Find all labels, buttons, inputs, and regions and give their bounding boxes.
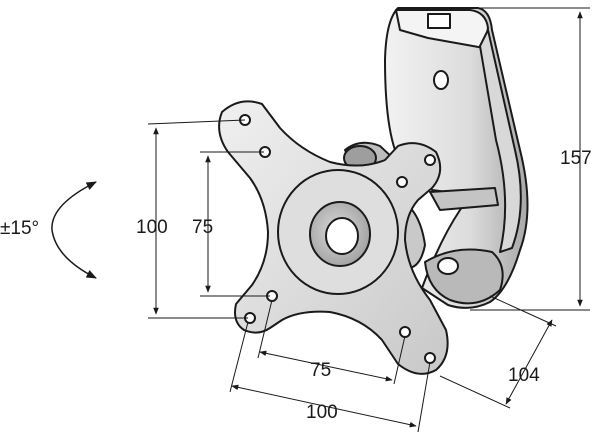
hole-top-right-inner [396,176,408,188]
dimension-lines [51,7,590,433]
label-inner-vertical: 75 [192,217,213,238]
label-outer-vertical: 100 [136,217,168,238]
hole-top-right-outer [424,154,436,166]
label-depth: 104 [508,365,540,386]
dimension-labels: ±15° 100 75 75 100 157 104 [0,148,592,423]
dim-line-inner-horizontal [259,350,393,382]
label-tilt: ±15° [0,218,39,239]
plate-hub-hole [325,217,359,255]
label-outer-horizontal: 100 [306,402,338,423]
wall-bracket [384,7,529,309]
hole-bottom-right-outer [424,352,436,364]
dim-line-depth [505,319,553,405]
tilt-arrow [51,181,97,279]
label-inner-horizontal: 75 [310,360,331,381]
hole-bottom-right-inner [399,326,411,338]
bracket-lower-hole [437,257,459,275]
bracket-slot [427,13,451,29]
dim-line-outer-horizontal [231,384,417,428]
label-height: 157 [560,148,592,169]
vesa-plate [218,100,449,375]
bracket-screw-hole [433,70,449,90]
